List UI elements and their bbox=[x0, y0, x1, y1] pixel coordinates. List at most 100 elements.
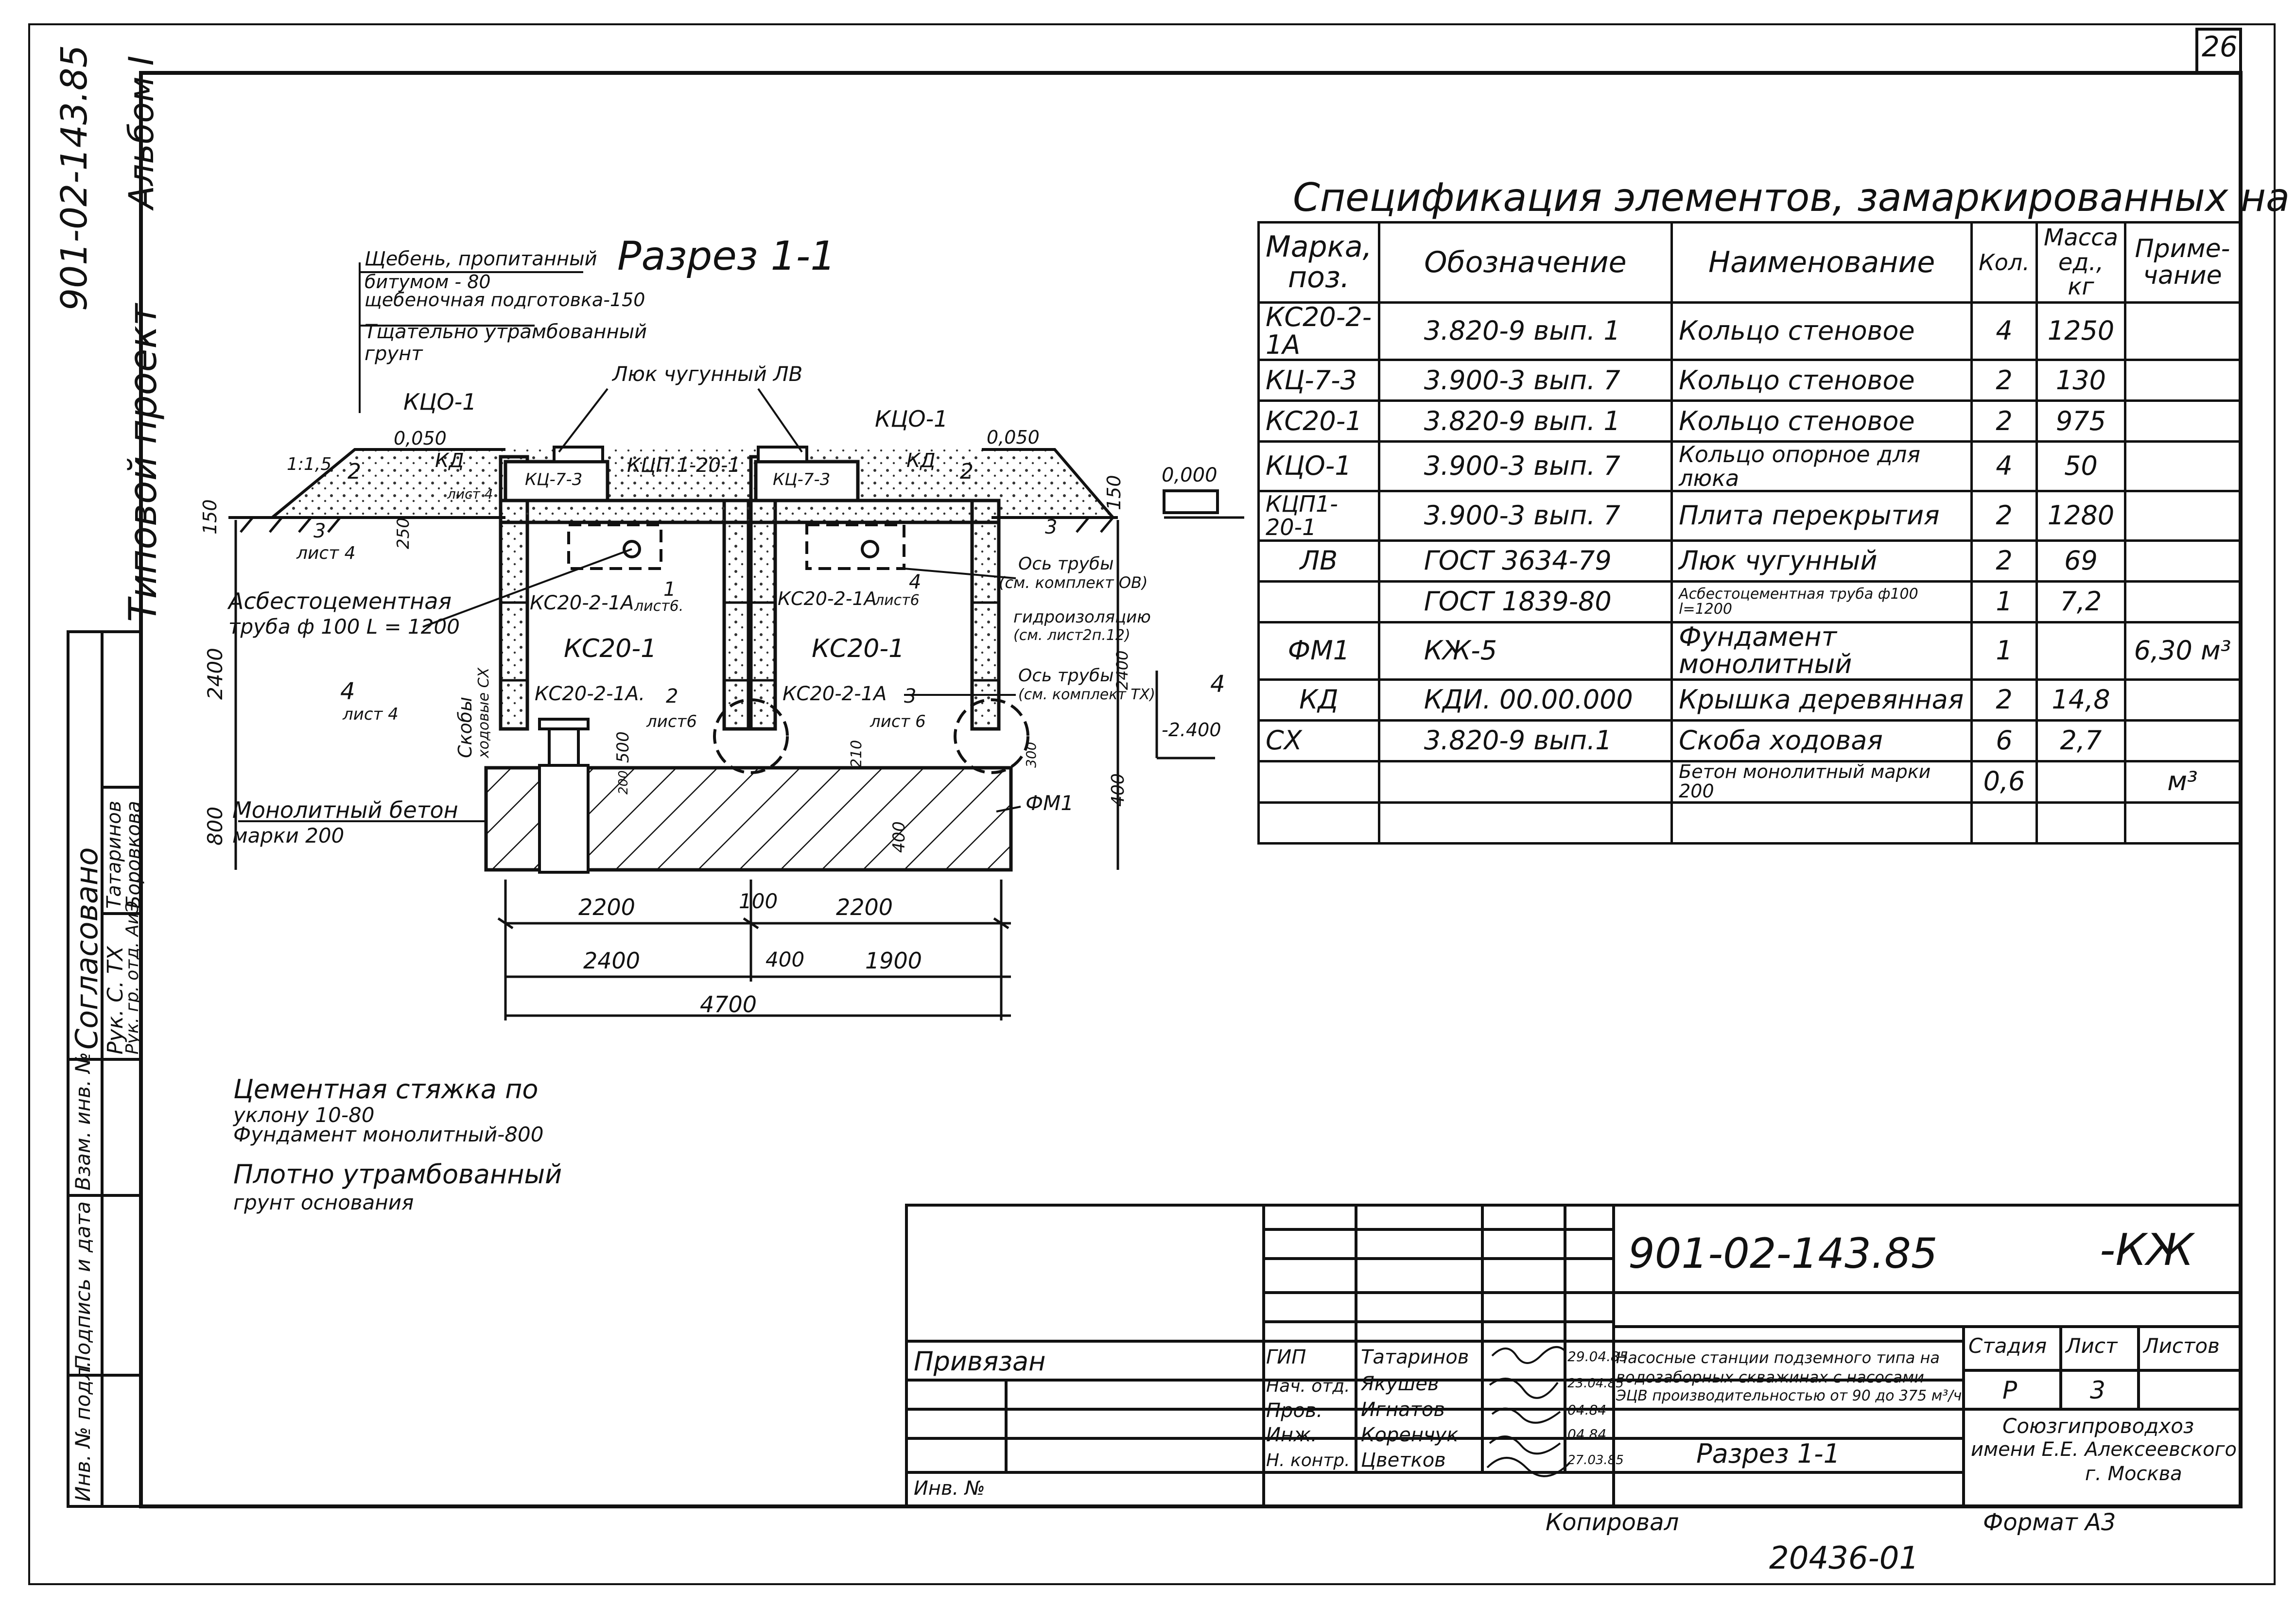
tb-person: Игнатов bbox=[1361, 1399, 1445, 1421]
cell-name: Кольцо опорное для люка bbox=[1670, 440, 1973, 492]
tb-desc-1: Насосные станции подземного типа на bbox=[1616, 1348, 1940, 1367]
cell-mark: КЦО-1 bbox=[1257, 440, 1380, 492]
pipe-axis-3: Ось трубы bbox=[1018, 666, 1114, 686]
monolith-1: Монолитный бетон bbox=[232, 797, 458, 823]
cell-qty: 2 bbox=[1970, 359, 2038, 402]
tb-date: 29.04.85 bbox=[1567, 1348, 1628, 1365]
cell-note bbox=[2123, 359, 2242, 402]
cell-qty: 4 bbox=[1970, 301, 2038, 362]
strip-vzam: Взам. инв. № bbox=[71, 1052, 95, 1191]
cell-mark: СХ bbox=[1257, 719, 1380, 762]
cell-note bbox=[2123, 801, 2242, 845]
strip-inv-orig: Инв. № подл. bbox=[71, 1361, 95, 1502]
dim500: 500 bbox=[613, 731, 633, 763]
pipe-axis-2: (см. комплект ОВ) bbox=[999, 573, 1148, 592]
spec-row: СХ 3.820-9 вып.1 Скоба ходовая 6 2,7 bbox=[1257, 719, 2242, 762]
tb-stage: Р bbox=[2002, 1376, 2018, 1404]
cut4-right: 4 bbox=[1210, 671, 1225, 698]
tb-person: Якушев bbox=[1361, 1373, 1439, 1395]
tb-role: Нач. отд. bbox=[1266, 1376, 1350, 1396]
dimension-lines bbox=[234, 520, 1215, 1020]
spec-row: КС20-2-1А 3.820-9 вып. 1 Кольцо стеновое… bbox=[1257, 301, 2242, 362]
elev-zero: 0,000 bbox=[1162, 464, 1218, 486]
cell-mark bbox=[1257, 580, 1380, 623]
asbestos-1: Асбестоцементная bbox=[228, 588, 452, 614]
leader-lines bbox=[238, 262, 1021, 822]
dense-2: грунт основания bbox=[233, 1191, 414, 1214]
cell-mark: ФМ1 bbox=[1257, 621, 1380, 681]
tb-person: Татаринов bbox=[1361, 1346, 1469, 1368]
cell-mark: КД bbox=[1257, 678, 1380, 722]
section-title: Разрез 1-1 bbox=[617, 233, 836, 279]
tb-code: 901-02-143.85 bbox=[1628, 1229, 1938, 1278]
cell-name: Скоба ходовая bbox=[1670, 719, 1973, 762]
well-left bbox=[499, 446, 753, 731]
spec-header-row: Марка,поз. Обозначение Наименование Кол.… bbox=[1257, 221, 2242, 304]
kd-right: КД bbox=[906, 449, 936, 472]
num2-right: 2 bbox=[960, 459, 974, 484]
cell-des: ГОСТ 1839-80 bbox=[1377, 580, 1673, 623]
num2-left: 2 bbox=[348, 459, 361, 484]
hdr-mark: Марка,поз. bbox=[1257, 221, 1380, 304]
spec-row: КС20-1 3.820-9 вып. 1 Кольцо стеновое 2 … bbox=[1257, 399, 2242, 443]
spec-row: КД КДИ. 00.00.000 Крышка деревянная 2 14… bbox=[1257, 678, 2242, 722]
kc73-right: КЦ-7-3 bbox=[773, 470, 831, 489]
tb-org-2: имени Е.Е. Алексеевского bbox=[1971, 1438, 2237, 1461]
cell-qty: 4 bbox=[1970, 440, 2038, 492]
num3-right: 3 bbox=[1045, 516, 1058, 538]
brackets-2: ходовые СХ bbox=[475, 667, 492, 758]
dim2400-right: 2400 bbox=[1113, 650, 1131, 690]
cell-mark: КЦ-7-3 bbox=[1257, 359, 1380, 402]
kc73-left: КЦ-7-3 bbox=[525, 470, 583, 489]
cell-des: КЖ-5 bbox=[1377, 621, 1673, 681]
callout-compacted-2: грунт bbox=[365, 343, 423, 365]
d4700: 4700 bbox=[700, 991, 757, 1018]
cell-des: 3.820-9 вып. 1 bbox=[1377, 301, 1673, 362]
callout-kco-right: КЦО-1 bbox=[875, 406, 948, 432]
pipe-axis-1: Ось трубы bbox=[1018, 554, 1114, 574]
cell-mass: 50 bbox=[2035, 440, 2126, 492]
cell-mass: 2,7 bbox=[2035, 719, 2126, 762]
tb-list-h: Лист bbox=[2066, 1334, 2118, 1358]
tb-role: Инж. bbox=[1266, 1424, 1317, 1446]
callout-kco-left: КЦО-1 bbox=[403, 389, 477, 415]
cut4-left-sheet: лист 4 bbox=[343, 705, 399, 724]
cell-mark: КЦП1-20-1 bbox=[1257, 489, 1380, 542]
brackets-1: Скобы bbox=[454, 696, 476, 758]
footer-format: Формат А3 bbox=[1983, 1509, 2116, 1536]
d1900: 1900 bbox=[865, 948, 922, 974]
tb-role: Н. контр. bbox=[1266, 1451, 1350, 1470]
side-project: Типовой проект bbox=[122, 303, 165, 622]
dim2400-left: 2400 bbox=[203, 648, 227, 700]
cell-note bbox=[2123, 539, 2242, 583]
hdr-designation: Обозначение bbox=[1377, 221, 1673, 304]
dim400-right: 400 bbox=[1108, 773, 1128, 807]
asbestos-2: труба ф 100 L = 1200 bbox=[228, 615, 460, 639]
tb-org-1: Союзгипроводхоз bbox=[2002, 1414, 2194, 1438]
cell-name: Крышка деревянная bbox=[1670, 678, 1973, 722]
cell-mark: ЛВ bbox=[1257, 539, 1380, 583]
tb-date: 04.84 bbox=[1567, 1426, 1607, 1442]
cell-name: Кольцо стеновое bbox=[1670, 301, 1973, 362]
kcp-label: КЦП 1-20-1 bbox=[627, 454, 740, 477]
cell-mass bbox=[2035, 760, 2126, 804]
dim150-right: 150 bbox=[1103, 475, 1125, 510]
sheet-corner-number: 26 bbox=[2202, 30, 2238, 63]
footer-number: 20436-01 bbox=[1769, 1540, 1919, 1576]
sheet4-top: лист 4 bbox=[447, 486, 493, 502]
cut4-left: 4 bbox=[340, 678, 355, 705]
ref3-num: 3 bbox=[904, 685, 917, 708]
num3-left: 3 bbox=[313, 520, 326, 542]
tb-sheet-name: Разрез 1-1 bbox=[1696, 1438, 1840, 1469]
ref4-sheet: лист6 bbox=[875, 592, 920, 609]
tb-stage-h: Стадия bbox=[1968, 1334, 2047, 1358]
tb-privyazan: Привязан bbox=[914, 1346, 1046, 1377]
tb-desc-2: водозаборных скважинах с насосами bbox=[1616, 1368, 1924, 1386]
cell-qty: 1 bbox=[1970, 621, 2038, 681]
footer-copied: Копировал bbox=[1546, 1509, 1679, 1536]
ks2021a-3: КС20-2-1А. bbox=[535, 683, 645, 705]
callout-compacted-1: Тщательно утрамбованный bbox=[365, 321, 647, 343]
strip-ruk-gr: Рук. гр. отд. АиЭ bbox=[122, 900, 142, 1054]
